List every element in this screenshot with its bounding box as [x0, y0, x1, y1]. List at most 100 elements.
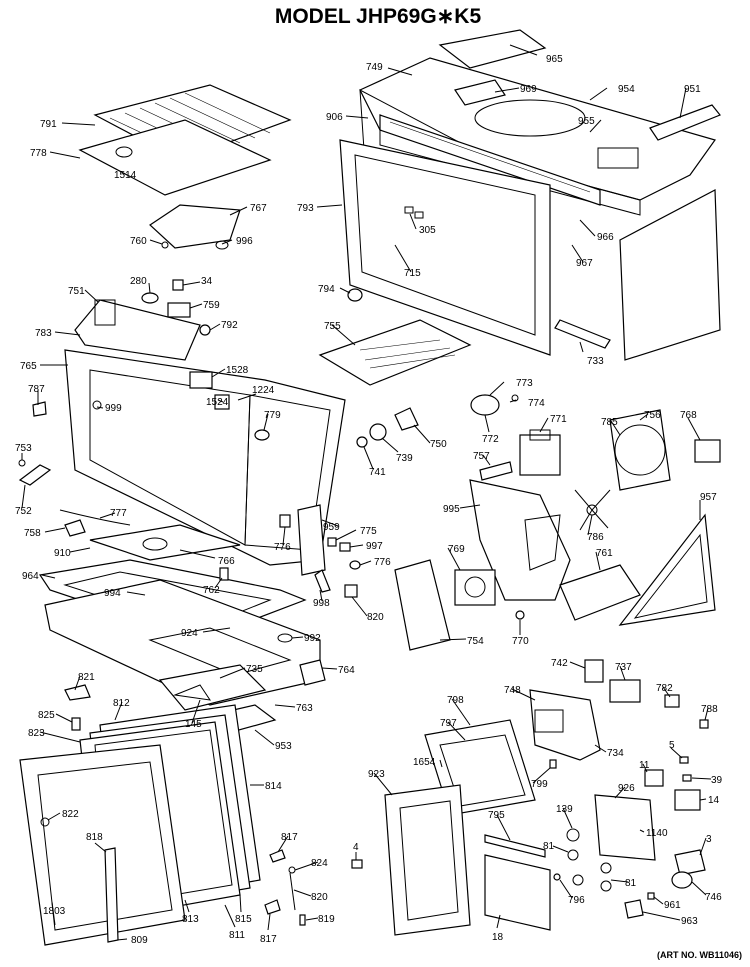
callout-775: 775 — [360, 526, 377, 537]
callout-811: 811 — [229, 930, 245, 941]
diagram-title: MODEL JHP69G∗K5 — [275, 5, 482, 28]
callout-1803: 1803 — [43, 906, 66, 917]
callout-3: 3 — [706, 834, 712, 845]
callout-796: 796 — [568, 895, 585, 906]
callout-783: 783 — [35, 328, 52, 339]
callout-763: 763 — [296, 703, 313, 714]
callout-822: 822 — [62, 809, 79, 820]
door-assembly-group — [19, 684, 306, 946]
callout-797: 797 — [440, 718, 457, 729]
callout-995: 995 — [443, 504, 460, 515]
callout-793: 793 — [297, 203, 314, 214]
callout-964: 964 — [22, 571, 39, 582]
callout-996: 996 — [236, 236, 253, 247]
callout-817-a: 817 — [281, 832, 298, 843]
callout-957: 957 — [700, 492, 717, 503]
callout-812: 812 — [113, 698, 130, 709]
callout-809: 809 — [131, 935, 148, 946]
callout-1140: 1140 — [646, 828, 668, 839]
callout-798: 798 — [447, 695, 464, 706]
callout-1528: 1528 — [226, 365, 249, 376]
callout-955: 955 — [578, 116, 595, 127]
callout-715: 715 — [404, 268, 421, 279]
callout-819: 819 — [318, 914, 335, 925]
callout-139: 139 — [556, 804, 573, 815]
callout-758: 758 — [24, 528, 41, 539]
callout-751: 751 — [68, 286, 85, 297]
callout-760: 760 — [130, 236, 147, 247]
callout-818: 818 — [86, 832, 103, 843]
callout-959: 959 — [323, 522, 340, 533]
callout-773: 773 — [516, 378, 533, 389]
callout-748: 748 — [504, 685, 521, 696]
callout-821: 821 — [78, 672, 95, 683]
callout-820-b: 820 — [311, 892, 328, 903]
callout-739: 739 — [396, 453, 413, 464]
callout-966: 966 — [597, 232, 614, 243]
callout-768: 768 — [680, 410, 697, 421]
callout-776-b: 776 — [374, 557, 391, 568]
callout-742: 742 — [551, 658, 568, 669]
callout-771: 771 — [550, 414, 567, 425]
callout-824: 824 — [311, 858, 328, 869]
callout-823: 823 — [28, 728, 45, 739]
callout-953: 953 — [275, 741, 292, 752]
callout-756: 756 — [644, 410, 661, 421]
leader-lines — [21, 44, 712, 941]
callout-814: 814 — [265, 781, 282, 792]
callout-11: 11 — [639, 760, 650, 771]
callout-769: 769 — [448, 544, 465, 555]
callout-787: 787 — [28, 384, 45, 395]
callout-954: 954 — [618, 84, 635, 95]
callout-785: 785 — [601, 417, 618, 428]
callout-750: 750 — [430, 439, 447, 450]
electrical-group — [356, 394, 721, 651]
callout-906: 906 — [326, 112, 343, 123]
callout-1654: 1654 — [413, 757, 436, 768]
callout-926: 926 — [618, 783, 635, 794]
callout-39: 39 — [711, 775, 723, 786]
callout-817-b: 817 — [260, 934, 277, 945]
callout-1514: 1514 — [114, 170, 137, 181]
callout-786: 786 — [587, 532, 604, 543]
callout-820-a: 820 — [367, 612, 384, 623]
callout-759: 759 — [203, 300, 220, 311]
callout-799: 799 — [531, 779, 548, 790]
callout-767: 767 — [250, 203, 267, 214]
callout-305: 305 — [419, 225, 436, 236]
callout-779: 779 — [264, 410, 281, 421]
callout-963: 963 — [681, 916, 698, 927]
callout-145: 145 — [185, 719, 202, 730]
callout-994: 994 — [104, 588, 121, 599]
callout-735: 735 — [246, 664, 263, 675]
callout-764: 764 — [338, 665, 355, 676]
callout-813: 813 — [182, 914, 199, 925]
callout-923: 923 — [368, 769, 385, 780]
callout-765: 765 — [20, 361, 37, 372]
callout-967: 967 — [576, 258, 593, 269]
callout-815: 815 — [235, 914, 252, 925]
callout-746: 746 — [705, 892, 722, 903]
callout-770: 770 — [512, 636, 529, 647]
callout-762: 762 — [203, 585, 220, 596]
callout-791: 791 — [40, 119, 57, 130]
callout-18: 18 — [492, 932, 504, 943]
callout-997: 997 — [366, 541, 383, 552]
callout-5: 5 — [669, 740, 675, 751]
callout-733: 733 — [587, 356, 604, 367]
callout-280: 280 — [130, 276, 147, 287]
callout-772: 772 — [482, 434, 499, 445]
outer-case-group — [339, 29, 721, 361]
base-plate-group — [44, 579, 326, 739]
callout-labels: 965 749 969 954 951 906 955 791 778 1514… — [15, 54, 723, 946]
callout-774: 774 — [528, 398, 545, 409]
callout-755: 755 — [324, 321, 341, 332]
callout-782: 782 — [656, 683, 673, 694]
control-panel-group — [351, 659, 709, 936]
callout-752: 752 — [15, 506, 32, 517]
callout-788: 788 — [701, 704, 718, 715]
callout-761: 761 — [596, 548, 613, 559]
callout-792: 792 — [221, 320, 238, 331]
oven-rack-group — [78, 84, 292, 250]
